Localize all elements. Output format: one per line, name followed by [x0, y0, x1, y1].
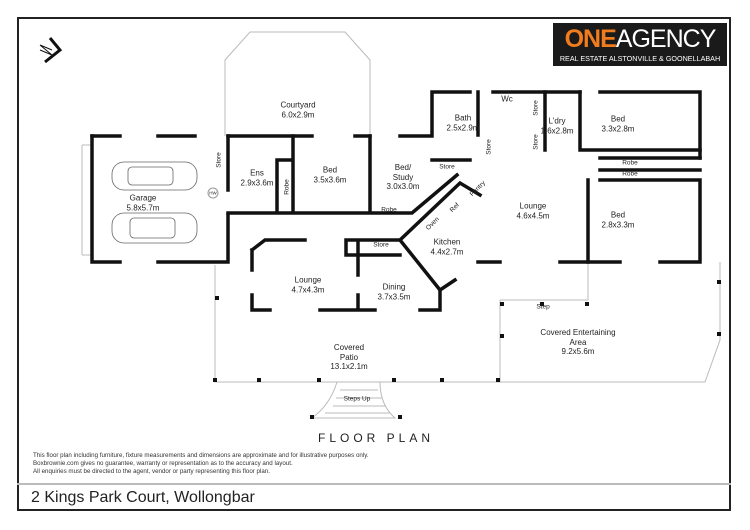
disclaimer-line: All enquiries must be directed to the ag…	[33, 468, 270, 475]
disclaimer-line: Boxbrownie.com gives no guarantee, warra…	[33, 460, 293, 467]
store-label: Store	[215, 152, 223, 168]
property-address: 2 Kings Park Court, Wollongbar	[31, 489, 255, 506]
robe-label: Robe	[622, 159, 638, 167]
store-label: Store	[439, 163, 455, 171]
store-label: Store	[485, 139, 493, 155]
car-icons	[111, 161, 198, 244]
agency-logo: ONEAGENCY REAL ESTATE ALSTONVILLE & GOON…	[553, 23, 727, 66]
logo-one: ONE	[564, 25, 617, 53]
robe-label: Robe	[283, 179, 291, 195]
store-label: Store	[532, 134, 540, 150]
disclaimer-line: This floor plan including furniture, fix…	[33, 452, 369, 459]
hot-water-icon	[207, 187, 219, 199]
footer-divider	[17, 483, 731, 485]
page-frame	[17, 17, 731, 511]
robe-label: Robe	[622, 170, 638, 178]
steps-up-label: Steps Up	[343, 395, 371, 403]
store-label: Store	[532, 100, 540, 116]
logo-tagline: REAL ESTATE ALSTONVILLE & GOONELLABAH	[559, 54, 721, 63]
hw-label: HW	[209, 190, 217, 196]
posts	[213, 280, 721, 419]
logo-agency: AGENCY	[615, 25, 717, 53]
robe-label: Robe	[381, 206, 397, 214]
floor-plan-title: FLOOR PLAN	[318, 431, 435, 445]
store-label: Store	[373, 241, 389, 249]
room-wc: Wc	[501, 94, 513, 104]
step-label: Step	[536, 303, 550, 311]
north-arrow-icon	[39, 37, 63, 64]
disclaimer: This floor plan including furniture, fix…	[33, 452, 369, 476]
walls	[90, 90, 702, 312]
